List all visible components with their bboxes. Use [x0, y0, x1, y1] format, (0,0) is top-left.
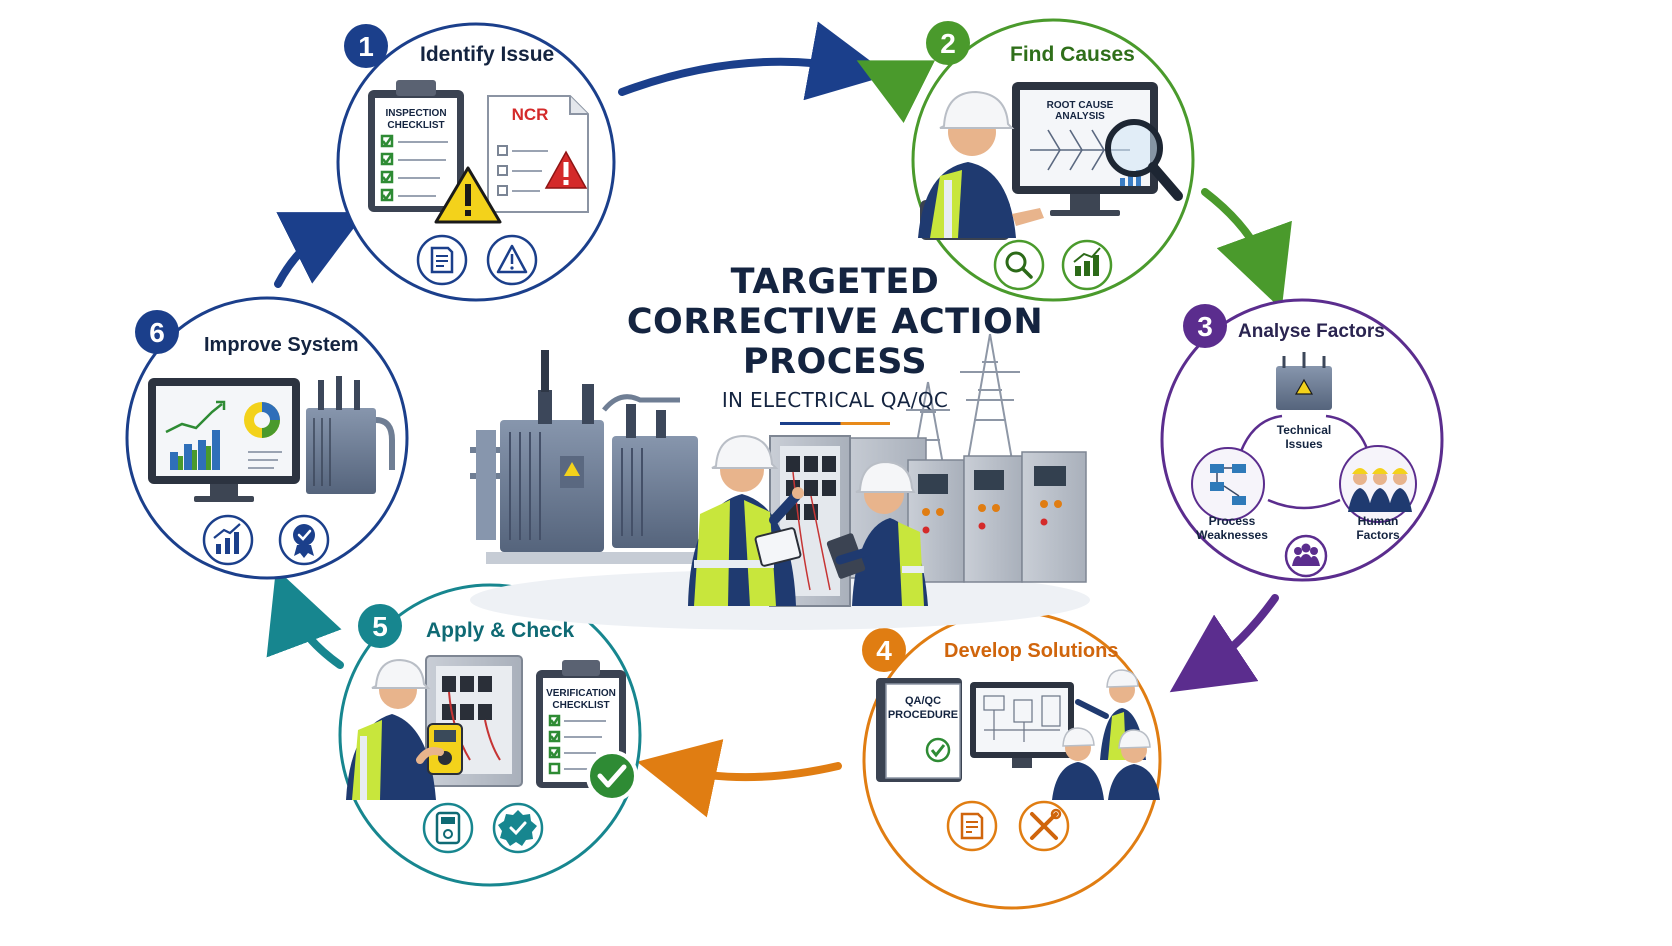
arrow-6-to-1: [274, 212, 366, 288]
quality-award-icon: [278, 514, 330, 566]
step-6-title: Improve System: [204, 334, 359, 356]
process-flow-thumbnail: [1191, 447, 1265, 521]
diagram-title-block: TARGETED CORRECTIVE ACTION PROCESS IN EL…: [600, 262, 1070, 425]
step-6-improve-system: 6 Improve System: [125, 296, 409, 580]
arrow-5-to-6: [266, 568, 344, 669]
title-underline: [780, 422, 890, 425]
switchgear-cabinets: [769, 435, 1087, 607]
inspection-checklist-line2: CHECKLIST: [387, 120, 444, 131]
title-line-1: TARGETED: [730, 262, 940, 302]
process-weaknesses-line1: Process: [1209, 514, 1256, 528]
step-2-find-causes: 2 Find Causes ROOT CAUSE ANALYSIS: [911, 18, 1195, 302]
step-3-title: Analyse Factors: [1238, 321, 1385, 342]
schematic-monitor: [970, 682, 1074, 768]
audience-figures: [1052, 727, 1160, 800]
step-1-number: 1: [358, 31, 374, 62]
multimeter-icon: [422, 802, 474, 854]
document-edit-icon: [416, 234, 468, 286]
title-subtitle: IN ELECTRICAL QA/QC: [721, 388, 949, 412]
team-icon: [1284, 534, 1328, 578]
technician-figure: [346, 658, 463, 800]
technical-issues-line2: Issues: [1285, 437, 1323, 451]
step-4-develop-solutions: 4 Develop Solutions QA/QC PROCEDURE: [862, 610, 1162, 910]
transmission-towers: [906, 333, 1020, 471]
flow-arrows: [266, 21, 1292, 818]
procedure-line2: PROCEDURE: [888, 709, 958, 721]
step-6-number: 6: [149, 317, 165, 348]
ncr-label: NCR: [512, 105, 549, 124]
dashboard-monitor: [148, 378, 300, 502]
growth-chart-icon: [202, 514, 254, 566]
verification-line2: CHECKLIST: [552, 700, 609, 711]
document-edit-icon: [946, 800, 998, 852]
procedure-line1: QA/QC: [905, 695, 941, 707]
engineer-with-tablet: [688, 434, 804, 606]
step-5-apply-check: 5 Apply & Check VERIFICATION CHECKLIST: [338, 583, 642, 887]
step-2-title: Find Causes: [1010, 43, 1135, 66]
warning-triangle-icon: [486, 234, 538, 286]
arrow-3-to-4: [1169, 594, 1279, 693]
title-line-2: CORRECTIVE ACTION: [626, 302, 1044, 342]
root-cause-line1: ROOT CAUSE: [1047, 100, 1114, 111]
verification-line1: VERIFICATION: [546, 688, 616, 699]
central-substation-scene: [470, 333, 1090, 630]
process-weaknesses-line2: Weaknesses: [1196, 528, 1268, 542]
step-4-number-badge: [862, 628, 906, 672]
step-4-title: Develop Solutions: [944, 640, 1118, 662]
step-1-title: Identify Issue: [420, 43, 554, 66]
substation-transformers: [470, 350, 708, 564]
step-3-number: 3: [1197, 311, 1213, 342]
magnifying-glass-icon: [1105, 119, 1183, 201]
step-3-analyse-factors: 3 Analyse Factors Technical Issues Proce…: [1160, 298, 1444, 582]
arrow-2-to-3: [1201, 188, 1292, 310]
step-5-number: 5: [372, 611, 388, 642]
transformer-equipment: [306, 376, 395, 494]
tools-icon: [1018, 800, 1070, 852]
qaqc-procedure-binder: QA/QC PROCEDURE: [876, 678, 962, 782]
human-factors-line2: Factors: [1356, 528, 1400, 542]
technical-issues-line1: Technical: [1277, 423, 1331, 437]
engineer-with-clipboard: [826, 460, 928, 606]
magnifier-icon: [993, 239, 1045, 291]
success-check-icon: [586, 750, 638, 802]
step-5-number-badge: [358, 604, 402, 648]
step-5-title: Apply & Check: [426, 619, 575, 642]
arrow-2-back-tick: [856, 60, 935, 123]
step-1-number-badge: [344, 24, 388, 68]
human-factors-line1: Human: [1358, 514, 1399, 528]
warning-sign-icon: [434, 166, 502, 224]
chart-icon: [1061, 239, 1113, 291]
step-4-number: 4: [876, 635, 892, 666]
arrow-4-to-5: [636, 739, 842, 818]
transformer-thumbnail: [1276, 352, 1332, 410]
step-1-identify-issue: 1 Identify Issue INSPECTION CHECKLIST NC…: [336, 22, 616, 302]
inspection-checklist-clipboard: INSPECTION CHECKLIST: [368, 80, 464, 212]
step-2-number-badge: [926, 21, 970, 65]
workers-thumbnail: [1339, 445, 1417, 523]
verified-badge-icon: [492, 802, 544, 854]
title-line-3: PROCESS: [742, 342, 928, 382]
arrow-1-to-2: [618, 21, 890, 101]
engineer-figure: [918, 90, 1044, 240]
ncr-document: NCR: [487, 95, 589, 213]
root-cause-line2: ANALYSIS: [1055, 111, 1105, 122]
step-2-number: 2: [940, 28, 956, 59]
inspection-checklist-line1: INSPECTION: [385, 108, 446, 119]
step-3-number-badge: [1183, 304, 1227, 348]
step-6-number-badge: [135, 310, 179, 354]
